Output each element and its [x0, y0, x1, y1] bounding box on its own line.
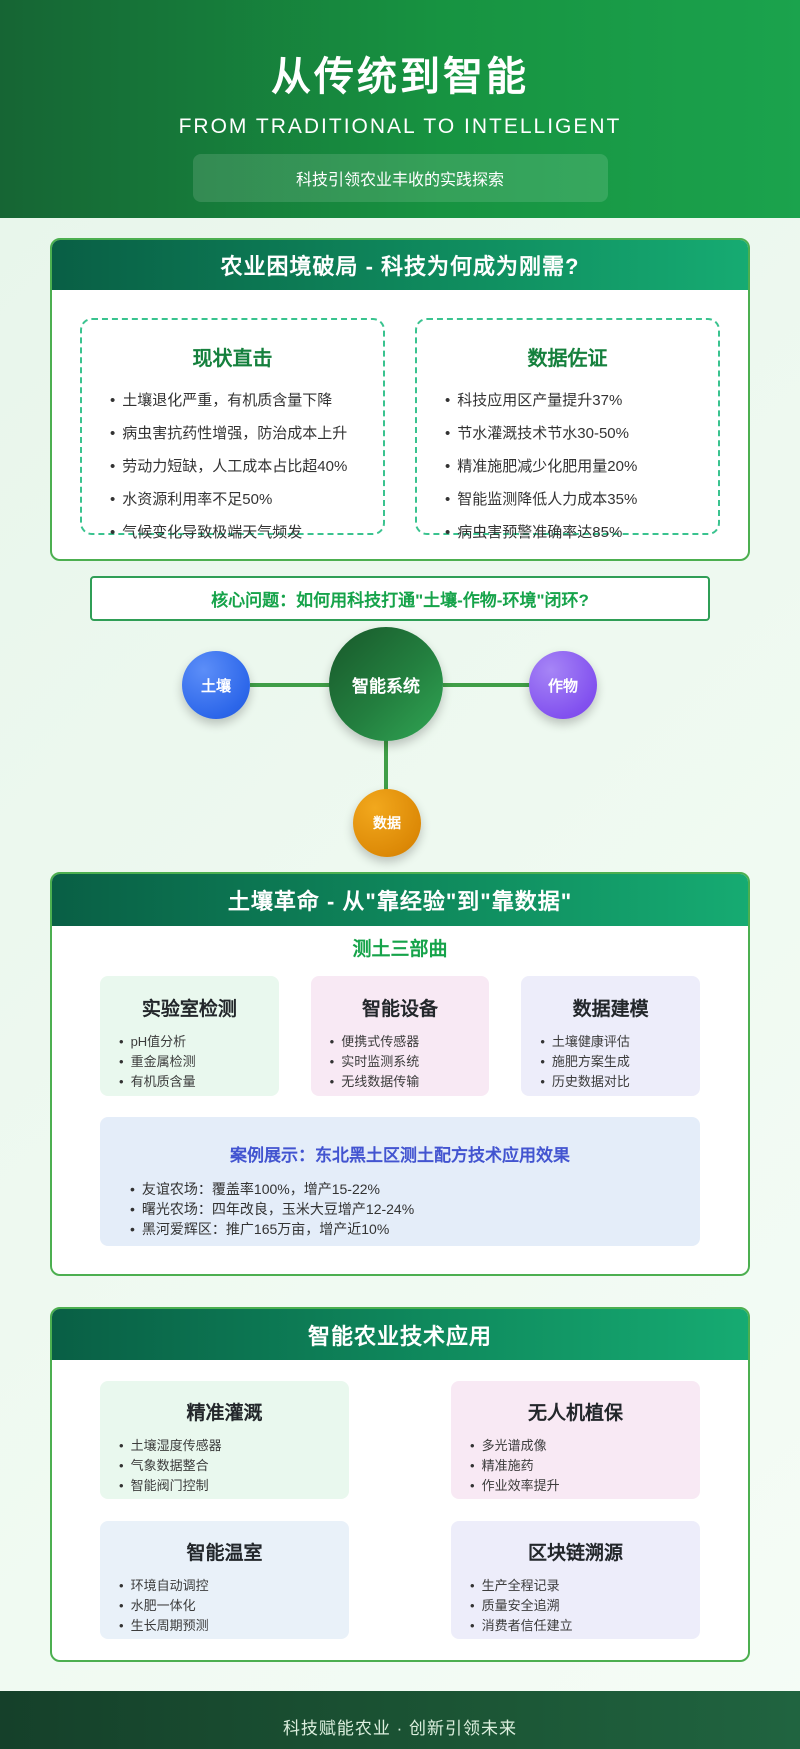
list-item: 历史数据对比	[540, 1072, 700, 1092]
irrigation-card: 精准灌溉 土壤湿度传感器 气象数据整合 智能阀门控制	[100, 1381, 349, 1499]
greenhouse-title: 智能温室	[186, 1543, 263, 1564]
lab-test-list: pH值分析 重金属检测 有机质含量	[100, 1032, 279, 1092]
core-question-box: 核心问题：如何用科技打通"土壤-作物-环境"闭环?	[90, 576, 710, 621]
section-soil-title: 土壤革命 - 从"靠经验"到"靠数据"	[52, 874, 748, 926]
connector-left	[250, 683, 330, 687]
list-item: 精准施药	[470, 1456, 700, 1476]
list-item: 消费者信任建立	[470, 1616, 700, 1636]
drone-card: 无人机植保 多光谱成像 精准施药 作业效率提升	[451, 1381, 700, 1499]
list-item: 土壤退化严重，有机质含量下降	[110, 384, 365, 417]
case-study-box: 案例展示：东北黑土区测土配方技术应用效果 友谊农场：覆盖率100%，增产15-2…	[100, 1117, 700, 1246]
list-item: 气候变化导致极端天气频发	[110, 516, 365, 549]
footer-banner: 科技赋能农业 · 创新引领未来	[0, 1691, 800, 1749]
data-model-list: 土壤健康评估 施肥方案生成 历史数据对比	[521, 1032, 700, 1092]
list-item: 生产全程记录	[470, 1576, 700, 1596]
section-smart-tech-body: 精准灌溉 土壤湿度传感器 气象数据整合 智能阀门控制 无人机植保 多光谱成像 精…	[52, 1360, 748, 1660]
lab-test-card: 实验室检测 pH值分析 重金属检测 有机质含量	[100, 976, 279, 1096]
node-crop: 作物	[529, 651, 597, 719]
list-item: 友谊农场：覆盖率100%，增产15-22%	[130, 1179, 700, 1199]
list-item: 质量安全追溯	[470, 1596, 700, 1616]
closed-loop-diagram: 土壤 智能系统 作物 数据	[0, 621, 800, 872]
data-model-title: 数据建模	[572, 999, 649, 1020]
section-dilemma-body: 现状直击 土壤退化严重，有机质含量下降 病虫害抗药性增强，防治成本上升 劳动力短…	[52, 290, 748, 559]
section-soil-body: 测土三部曲 实验室检测 pH值分析 重金属检测 有机质含量 智能设备 便携式传感…	[52, 926, 748, 1274]
lab-test-title: 实验室检测	[141, 999, 237, 1020]
irrigation-list: 土壤湿度传感器 气象数据整合 智能阀门控制	[100, 1436, 349, 1496]
list-item: pH值分析	[119, 1032, 279, 1052]
list-item: 实时监测系统	[330, 1052, 490, 1072]
greenhouse-list: 环境自动调控 水肥一体化 生长周期预测	[100, 1576, 349, 1636]
drone-title: 无人机植保	[527, 1403, 623, 1424]
list-item: 环境自动调控	[119, 1576, 349, 1596]
list-item: 多光谱成像	[470, 1436, 700, 1456]
section-smart-tech-title: 智能农业技术应用	[52, 1309, 748, 1360]
status-box: 现状直击 土壤退化严重，有机质含量下降 病虫害抗药性增强，防治成本上升 劳动力短…	[80, 318, 385, 541]
drone-list: 多光谱成像 精准施药 作业效率提升	[451, 1436, 700, 1496]
list-item: 精准施肥减少化肥用量20%	[445, 450, 700, 483]
list-item: 气象数据整合	[119, 1456, 349, 1476]
list-item: 有机质含量	[119, 1072, 279, 1092]
case-study-list: 友谊农场：覆盖率100%，增产15-22% 曙光农场：四年改良，玉米大豆增产12…	[100, 1179, 700, 1239]
irrigation-title: 精准灌溉	[186, 1403, 263, 1424]
connector-right	[443, 683, 530, 687]
list-item: 病虫害抗药性增强，防治成本上升	[110, 417, 365, 450]
list-item: 土壤健康评估	[540, 1032, 700, 1052]
list-item: 作业效率提升	[470, 1476, 700, 1496]
smart-device-title: 智能设备	[362, 999, 439, 1020]
connector-down	[384, 740, 388, 790]
list-item: 节水灌溉技术节水30-50%	[445, 417, 700, 450]
smart-device-card: 智能设备 便携式传感器 实时监测系统 无线数据传输	[310, 976, 490, 1096]
hero-banner: 从传统到智能 FROM TRADITIONAL TO INTELLIGENT 科…	[0, 0, 800, 218]
list-item: 水资源利用率不足50%	[110, 483, 365, 516]
dilemma-boxes: 现状直击 土壤退化严重，有机质含量下降 病虫害抗药性增强，防治成本上升 劳动力短…	[80, 318, 720, 541]
list-item: 科技应用区产量提升37%	[445, 384, 700, 417]
list-item: 便携式传感器	[330, 1032, 490, 1052]
greenhouse-card: 智能温室 环境自动调控 水肥一体化 生长周期预测	[100, 1521, 349, 1639]
page-subtitle: FROM TRADITIONAL TO INTELLIGENT	[178, 115, 622, 138]
list-item: 黑河爱辉区：推广165万亩，增产近10%	[130, 1219, 700, 1239]
section-smart-tech: 智能农业技术应用 精准灌溉 土壤湿度传感器 气象数据整合 智能阀门控制 无人机植…	[50, 1307, 750, 1662]
blockchain-list: 生产全程记录 质量安全追溯 消费者信任建立	[451, 1576, 700, 1636]
list-item: 土壤湿度传感器	[119, 1436, 349, 1456]
evidence-box: 数据佐证 科技应用区产量提升37% 节水灌溉技术节水30-50% 精准施肥减少化…	[415, 318, 720, 541]
list-item: 施肥方案生成	[540, 1052, 700, 1072]
list-item: 水肥一体化	[119, 1596, 349, 1616]
soil-trilogy-heading: 测土三部曲	[352, 939, 448, 960]
list-item: 曙光农场：四年改良，玉米大豆增产12-24%	[130, 1199, 700, 1219]
blockchain-title: 区块链溯源	[527, 1543, 623, 1564]
list-item: 劳动力短缺，人工成本占比超40%	[110, 450, 365, 483]
hero-badge: 科技引领农业丰收的实践探索	[192, 154, 608, 202]
list-item: 无线数据传输	[330, 1072, 490, 1092]
page-title: 从传统到智能	[271, 55, 529, 99]
status-list: 土壤退化严重，有机质含量下降 病虫害抗药性增强，防治成本上升 劳动力短缺，人工成…	[100, 384, 365, 549]
node-soil: 土壤	[182, 651, 250, 719]
status-box-title: 现状直击	[192, 348, 273, 370]
data-model-card: 数据建模 土壤健康评估 施肥方案生成 历史数据对比	[521, 976, 701, 1096]
section-dilemma-title: 农业困境破局 - 科技为何成为刚需?	[52, 240, 748, 290]
blockchain-card: 区块链溯源 生产全程记录 质量安全追溯 消费者信任建立	[451, 1521, 700, 1639]
soil-trilogy-cards: 实验室检测 pH值分析 重金属检测 有机质含量 智能设备 便携式传感器 实时监测…	[100, 976, 701, 1096]
list-item: 病虫害预警准确率达85%	[445, 516, 700, 549]
node-smart-system: 智能系统	[329, 627, 443, 741]
evidence-box-title: 数据佐证	[527, 348, 608, 370]
tech-cards-grid: 精准灌溉 土壤湿度传感器 气象数据整合 智能阀门控制 无人机植保 多光谱成像 精…	[100, 1381, 700, 1639]
list-item: 生长周期预测	[119, 1616, 349, 1636]
evidence-list: 科技应用区产量提升37% 节水灌溉技术节水30-50% 精准施肥减少化肥用量20…	[435, 384, 700, 549]
smart-device-list: 便携式传感器 实时监测系统 无线数据传输	[311, 1032, 490, 1092]
section-soil-revolution: 土壤革命 - 从"靠经验"到"靠数据" 测土三部曲 实验室检测 pH值分析 重金…	[50, 872, 750, 1276]
list-item: 智能监测降低人力成本35%	[445, 483, 700, 516]
list-item: 重金属检测	[119, 1052, 279, 1072]
list-item: 智能阀门控制	[119, 1476, 349, 1496]
case-study-title: 案例展示：东北黑土区测土配方技术应用效果	[230, 1146, 570, 1165]
section-dilemma: 农业困境破局 - 科技为何成为刚需? 现状直击 土壤退化严重，有机质含量下降 病…	[50, 238, 750, 561]
node-data: 数据	[353, 789, 421, 857]
